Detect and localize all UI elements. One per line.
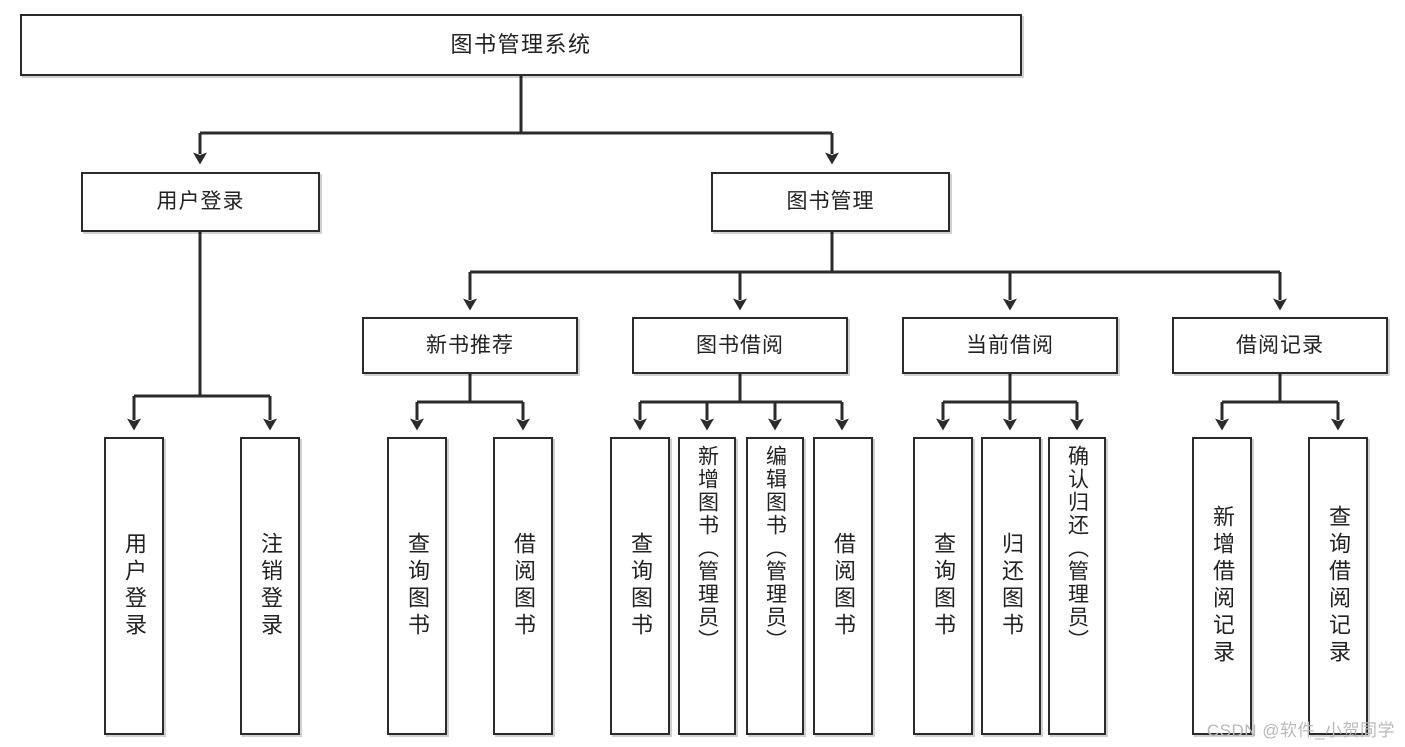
leaf-logout-label: 注销登录: [258, 532, 283, 640]
leaf-query-book-recommend[interactable]: 查询图书: [387, 437, 447, 735]
node-current-borrow-label: 当前借阅: [966, 333, 1054, 357]
leaf-logout[interactable]: 注销登录: [240, 437, 300, 735]
leaf-user-login-label: 用户登录: [122, 532, 147, 640]
leaf-borrow-book-recommend-label: 借阅图书: [511, 532, 536, 640]
node-root[interactable]: 图书管理系统: [20, 14, 1022, 76]
leaf-confirm-return[interactable]: 确认归还（管理员）: [1048, 437, 1106, 735]
node-user-login-label: 用户登录: [156, 190, 245, 214]
leaf-return-book[interactable]: 归还图书: [981, 437, 1041, 735]
leaf-query-borrow-record-label: 查询借阅记录: [1326, 505, 1351, 667]
leaf-user-login[interactable]: 用户登录: [104, 437, 164, 735]
leaf-query-book-recommend-label: 查询图书: [405, 532, 430, 640]
node-borrow-record[interactable]: 借阅记录: [1172, 317, 1388, 374]
node-new-book-recommend-label: 新书推荐: [426, 333, 514, 357]
leaf-query-book-current-label: 查询图书: [931, 532, 956, 640]
leaf-return-book-label: 归还图书: [999, 532, 1024, 640]
leaf-confirm-return-label: 确认归还（管理员）: [1065, 445, 1089, 652]
leaf-query-borrow-record[interactable]: 查询借阅记录: [1308, 437, 1368, 735]
leaf-edit-book[interactable]: 编辑图书（管理员）: [746, 437, 804, 735]
csdn-watermark: CSDN @软件_小贺同学: [1206, 721, 1395, 740]
leaf-add-borrow-record-label: 新增借阅记录: [1210, 505, 1235, 667]
node-root-label: 图书管理系统: [450, 31, 592, 57]
node-user-login[interactable]: 用户登录: [81, 172, 320, 232]
leaf-query-book-borrow[interactable]: 查询图书: [610, 437, 670, 735]
node-book-manage-label: 图书管理: [786, 190, 875, 214]
node-borrow-record-label: 借阅记录: [1236, 333, 1324, 357]
node-book-borrow-label: 图书借阅: [696, 333, 784, 357]
node-book-manage[interactable]: 图书管理: [711, 172, 950, 232]
leaf-borrow-book-borrow[interactable]: 借阅图书: [813, 437, 873, 735]
node-new-book-recommend[interactable]: 新书推荐: [362, 317, 578, 374]
leaf-add-borrow-record[interactable]: 新增借阅记录: [1192, 437, 1252, 735]
leaf-edit-book-label: 编辑图书（管理员）: [763, 445, 787, 652]
node-current-borrow[interactable]: 当前借阅: [902, 317, 1118, 374]
leaf-query-book-current[interactable]: 查询图书: [913, 437, 973, 735]
leaf-borrow-book-recommend[interactable]: 借阅图书: [493, 437, 553, 735]
leaf-add-book[interactable]: 新增图书（管理员）: [678, 437, 736, 735]
leaf-add-book-label: 新增图书（管理员）: [695, 445, 719, 652]
leaf-query-book-borrow-label: 查询图书: [628, 532, 653, 640]
leaf-borrow-book-borrow-label: 借阅图书: [831, 532, 856, 640]
node-book-borrow[interactable]: 图书借阅: [632, 317, 848, 374]
